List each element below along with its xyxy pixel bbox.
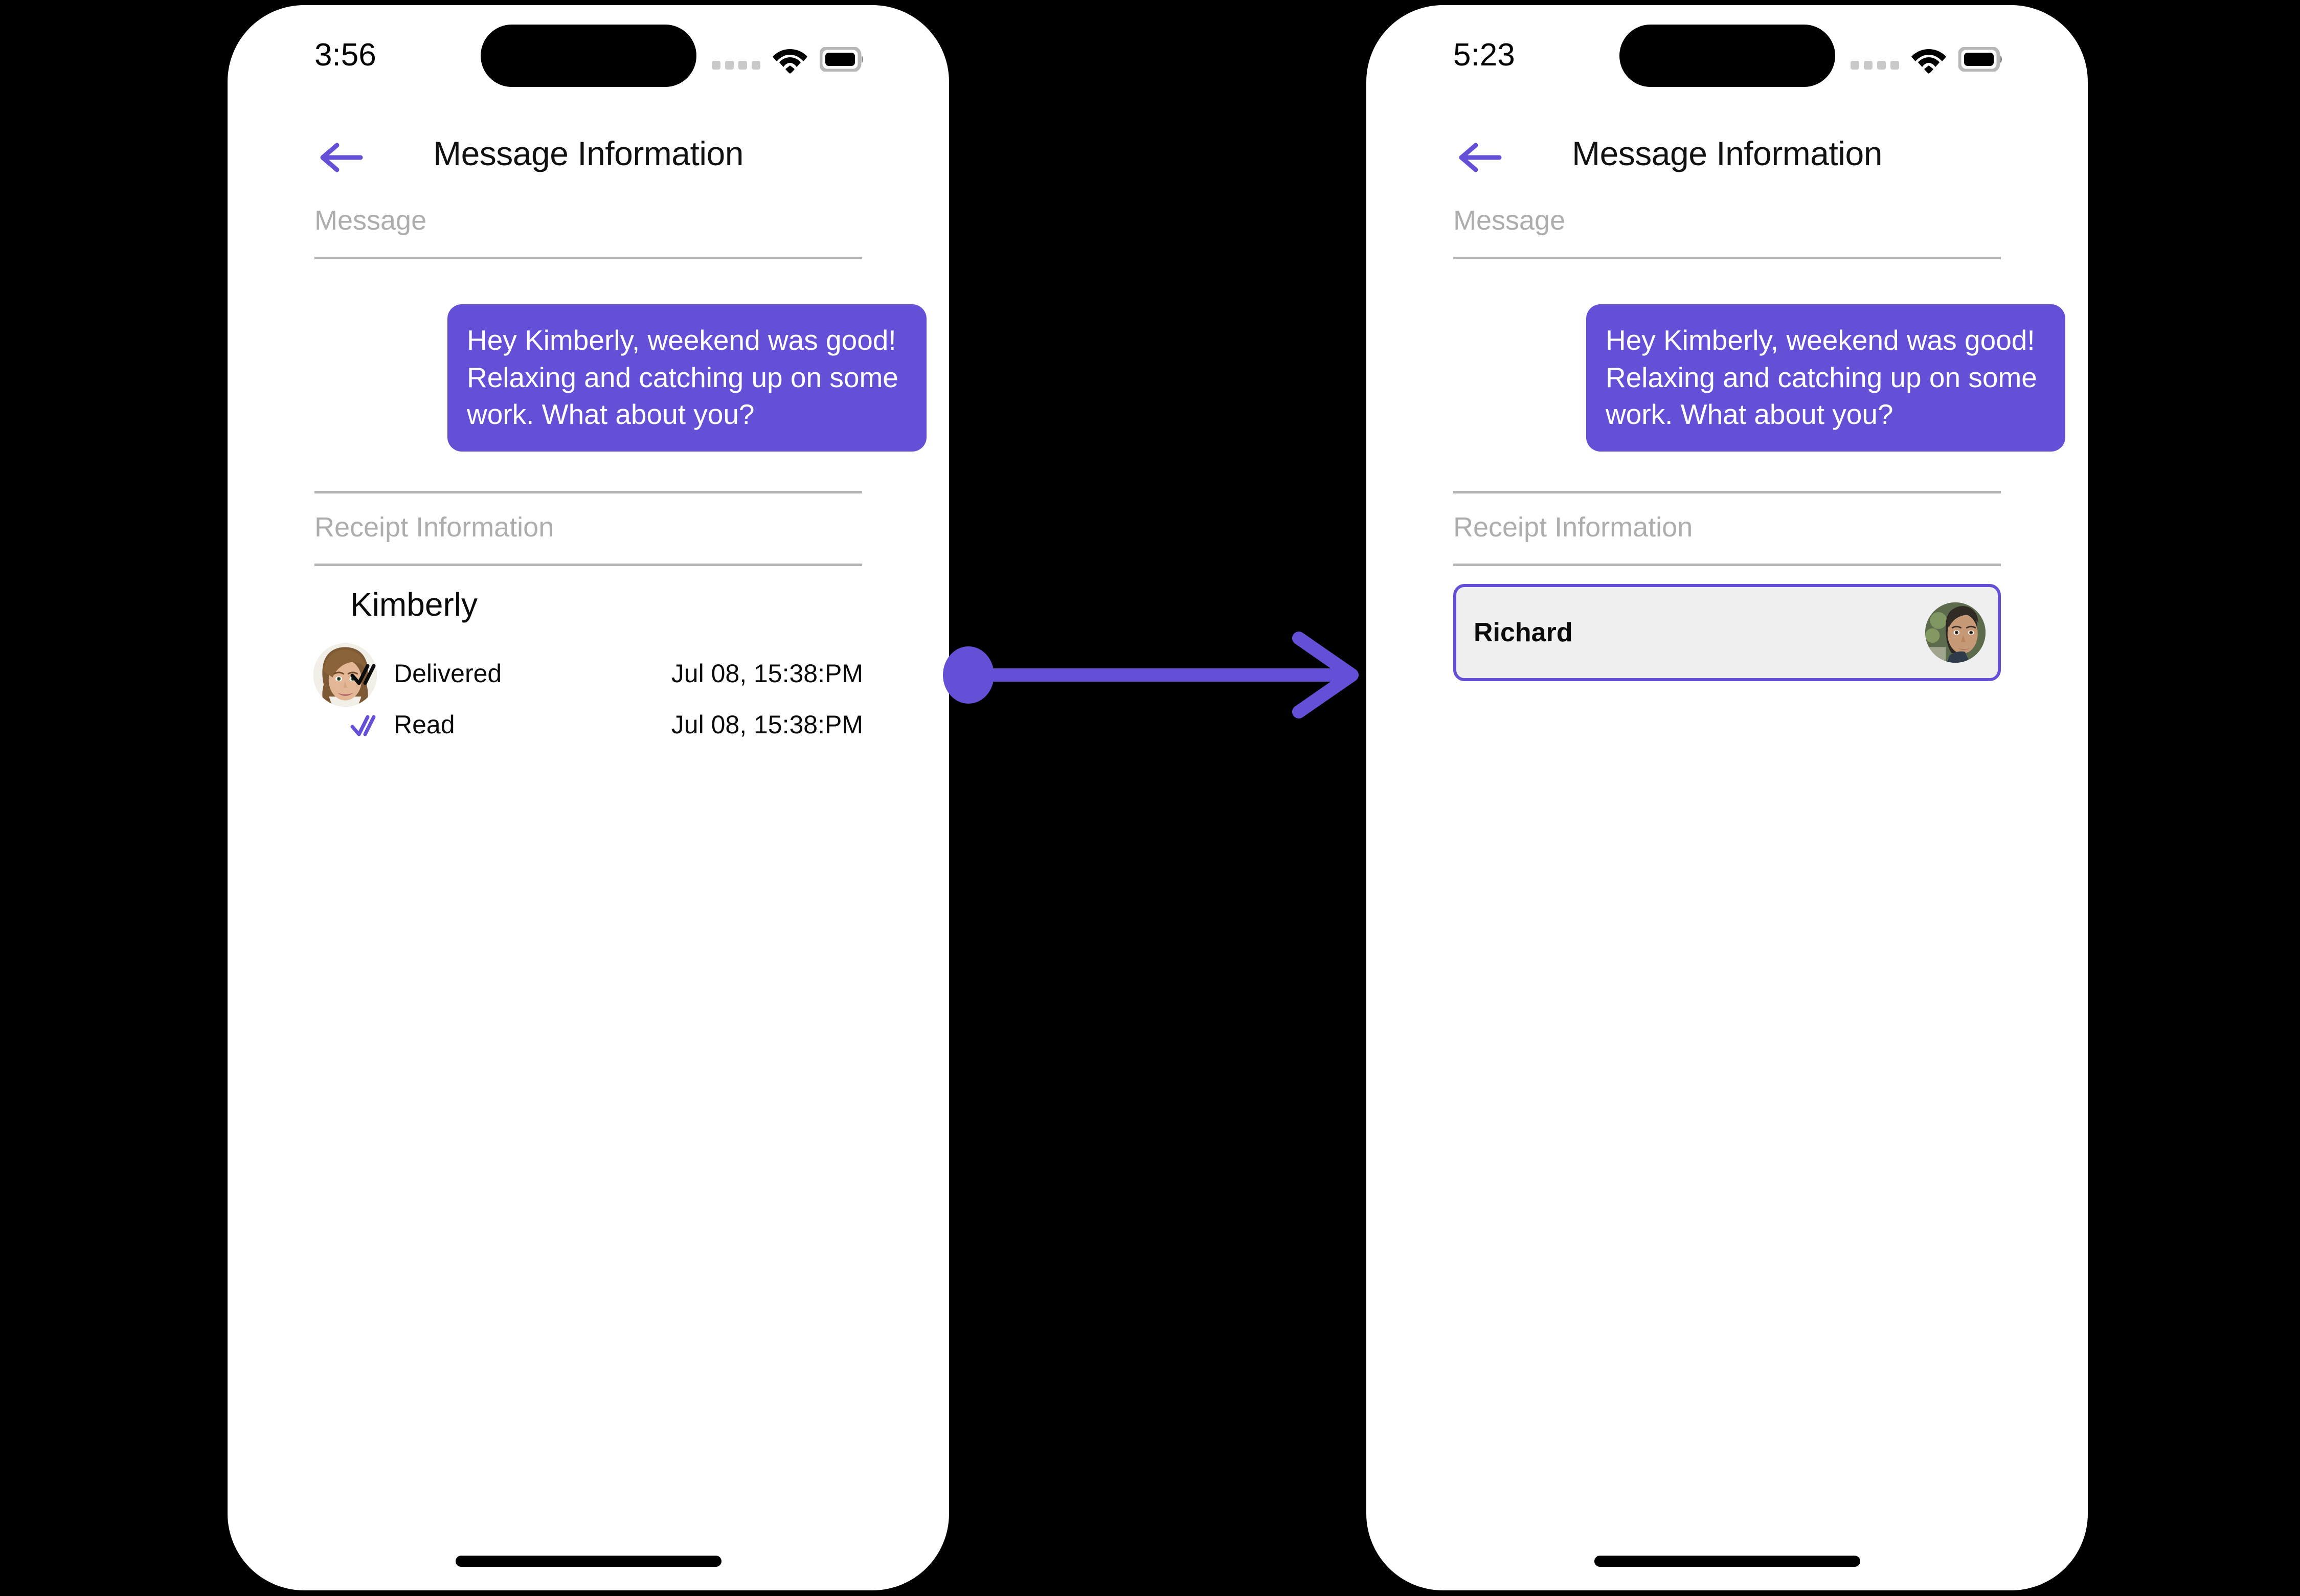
section-label-receipt: Receipt Information (314, 512, 554, 543)
message-bubble[interactable]: Hey Kimberly, weekend was good! Relaxing… (1586, 304, 2065, 452)
battery-full-icon (1958, 47, 2002, 72)
nav-bar: Message Information (1366, 123, 2088, 189)
avatar (313, 643, 377, 707)
receipt-status-label: Read (394, 710, 455, 739)
double-check-icon (350, 715, 376, 736)
home-indicator[interactable] (1594, 1556, 1860, 1567)
status-icons (1851, 41, 2003, 78)
avatar-kimberly (313, 643, 377, 707)
nav-bar: Message Information (228, 123, 949, 189)
avatar-richard (1925, 602, 1986, 663)
section-label-message: Message (1453, 205, 1566, 236)
back-arrow-icon (320, 143, 363, 172)
home-indicator[interactable] (455, 1556, 721, 1567)
transition-connector (941, 629, 1381, 721)
section-label-receipt: Receipt Information (1453, 512, 1693, 543)
back-arrow-icon (1459, 143, 1502, 172)
phone-screen-before: 3:56 (228, 5, 949, 1590)
message-bubble[interactable]: Hey Kimberly, weekend was good! Relaxing… (447, 304, 927, 452)
section-label-message: Message (314, 205, 427, 236)
divider-receipt (1453, 564, 2001, 566)
status-bar: 5:23 (1366, 5, 2088, 92)
receipt-contact-name: Kimberly (350, 586, 478, 623)
status-bar: 3:56 (228, 5, 949, 92)
wifi-icon (1911, 49, 1946, 74)
wifi-icon (773, 49, 807, 74)
divider-receipt-top (314, 491, 862, 493)
avatar (1925, 602, 1986, 663)
arrow-right-icon (943, 632, 1359, 718)
divider-receipt (314, 564, 862, 566)
status-time: 3:56 (314, 37, 376, 73)
receipt-status-label: Delivered (394, 659, 502, 688)
divider-message (314, 257, 862, 259)
page-title: Message Information (1572, 134, 1882, 172)
receipt-timestamp: Jul 08, 15:38:PM (671, 710, 863, 739)
cellular-signal-icon (712, 60, 760, 70)
dynamic-island (480, 25, 696, 87)
divider-message (1453, 257, 2001, 259)
screen-content: Message Hey Kimberly, weekend was good! … (228, 199, 949, 1590)
status-icons (712, 41, 865, 78)
phone-screen-after: 5:23 (1366, 5, 2088, 1590)
cellular-signal-icon (1851, 60, 1899, 70)
battery-full-icon (820, 47, 863, 72)
divider-receipt-top (1453, 491, 2001, 493)
receipt-row: Delivered Jul 08, 15:38:PM (228, 659, 949, 690)
back-button[interactable] (1453, 137, 1504, 178)
receipt-contact-name: Richard (1474, 618, 1573, 647)
screen-content: Message Hey Kimberly, weekend was good! … (1366, 199, 2088, 1590)
status-time: 5:23 (1453, 37, 1515, 73)
dynamic-island (1619, 25, 1835, 87)
double-check-icon (350, 664, 376, 685)
page-title: Message Information (433, 134, 743, 172)
back-button[interactable] (314, 137, 366, 178)
receipt-timestamp: Jul 08, 15:38:PM (671, 659, 863, 688)
receipt-contact-card[interactable]: Richard (1453, 584, 2001, 681)
receipt-row: Read Jul 08, 15:38:PM (228, 710, 949, 741)
